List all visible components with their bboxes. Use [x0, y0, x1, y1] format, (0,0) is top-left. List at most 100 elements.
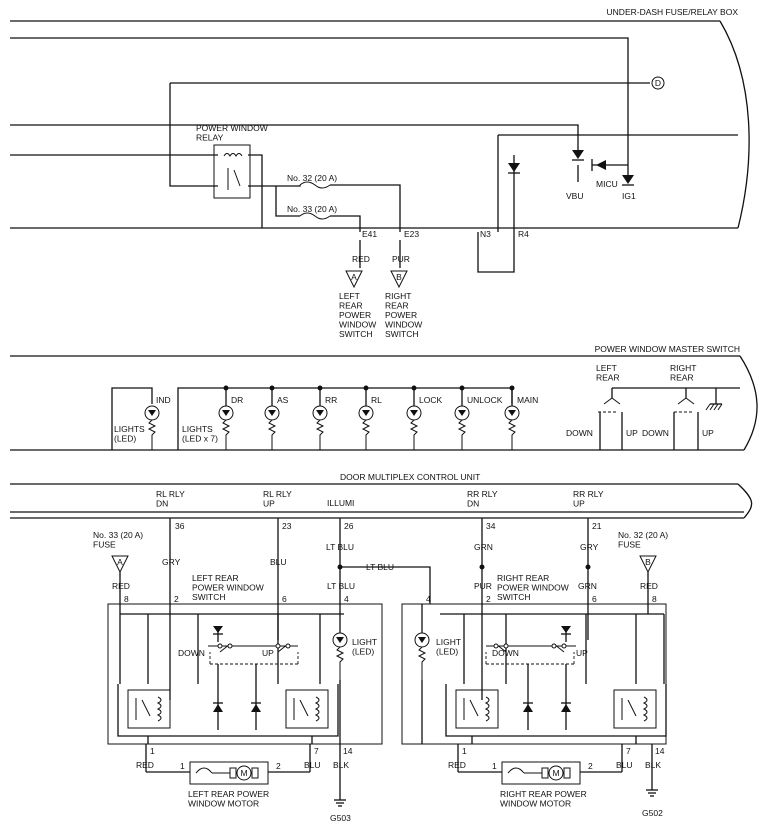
ltblu-26: LT BLU: [326, 542, 354, 552]
pin-34: 34: [486, 521, 496, 531]
right-pin-1: 1: [462, 746, 467, 756]
vbu-label: VBU: [566, 191, 583, 201]
right-motor-pin1: 1: [492, 761, 497, 771]
power-window-relay: [213, 144, 251, 199]
terminal-e23: E23: [404, 229, 419, 239]
ref-a-badge: A: [351, 272, 357, 282]
left-motor: [189, 761, 269, 785]
connector-d-label: D: [655, 78, 661, 88]
left-pin-4: 4: [344, 594, 349, 604]
left-pin-8: 8: [124, 594, 129, 604]
right-pin-8: 8: [652, 594, 657, 604]
left-bot-blu: BLU: [304, 760, 321, 770]
right-motor-pin2: 2: [588, 761, 593, 771]
master-title: POWER WINDOW MASTER SWITCH: [595, 344, 740, 354]
right-motor-icon: [548, 765, 564, 781]
ground-g503: G503: [330, 813, 351, 823]
terminal-e41: E41: [362, 229, 377, 239]
badge-b-icon: [390, 270, 408, 289]
rear-switches: GRY BLU LT BLU GRN GRY LT BLU No. 33 (20…: [93, 518, 668, 823]
pin-26: 26: [344, 521, 354, 531]
master-down-r: DOWN: [642, 428, 669, 438]
badge-a-icon: [345, 270, 363, 289]
fuse32-ref-label: No. 32 (20 A)FUSE: [618, 530, 668, 550]
gry-left: GRY: [162, 557, 181, 567]
pin-23: 23: [282, 521, 292, 531]
left-pin-7: 7: [314, 746, 319, 756]
left-bot-red: RED: [136, 760, 154, 770]
right-pin-14: 14: [655, 746, 665, 756]
dmcu-title: DOOR MULTIPLEX CONTROL UNIT: [340, 472, 480, 482]
left-motor-m: M: [240, 768, 247, 778]
badge-a-lower-icon: [111, 555, 129, 574]
led-label-lock: LOCK: [419, 395, 442, 405]
led-label-unlock: UNLOCK: [467, 395, 503, 405]
led-dr: DR: [218, 385, 243, 450]
led-lock: LOCK: [406, 385, 442, 450]
lights-led-label: LIGHTS(LED): [114, 424, 145, 444]
gry-right: GRY: [580, 542, 599, 552]
pin-illumi-label: ILLUMI: [327, 498, 354, 508]
fuse-33-label: No. 33 (20 A): [287, 204, 337, 214]
left-pin-1: 1: [150, 746, 155, 756]
right-up: UP: [576, 648, 588, 658]
right-pin-6: 6: [592, 594, 597, 604]
right-light-label: LIGHT(LED): [436, 637, 461, 657]
right-bot-red: RED: [448, 760, 466, 770]
right-bot-blu: BLU: [616, 760, 633, 770]
fuse-33: [299, 212, 331, 220]
master-up-l: UP: [626, 428, 638, 438]
ind-label: IND: [156, 395, 171, 405]
led-label-as: AS: [277, 395, 289, 405]
right-switch-internals: [414, 604, 667, 744]
led-label-dr: DR: [231, 395, 243, 405]
ltblu-cross: LT BLU: [366, 562, 394, 572]
led-label-main: MAIN: [517, 395, 538, 405]
ref-b-badge: B: [396, 272, 402, 282]
ref-b-wire: PUR: [392, 254, 410, 264]
micu-label: MICU: [596, 179, 618, 189]
pin-21: 21: [592, 521, 602, 531]
right-pin-7: 7: [626, 746, 631, 756]
led-unlock: UNLOCK: [454, 385, 503, 450]
left-motor-pin1: 1: [180, 761, 185, 771]
fuse-32: [299, 181, 331, 189]
led-rr: RR: [312, 385, 337, 450]
connector-d-icon: [651, 76, 665, 90]
left-down: DOWN: [178, 648, 205, 658]
right-pin-2: 2: [486, 594, 491, 604]
led-label-rr: RR: [325, 395, 337, 405]
left-wire-red: RED: [112, 581, 130, 591]
terminal-n3: N3: [480, 229, 491, 239]
led-as: AS: [264, 385, 289, 450]
right-wire-pur: PUR: [474, 581, 492, 591]
right-motor: [501, 761, 581, 785]
left-rear-switch: [107, 603, 383, 745]
ref-a-wire: RED: [352, 254, 370, 264]
left-pin-14: 14: [343, 746, 353, 756]
left-motor-pin2: 2: [276, 761, 281, 771]
left-motor-icon: [236, 765, 252, 781]
left-bot-blk: BLK: [333, 760, 349, 770]
grn-right1: GRN: [474, 542, 493, 552]
master-up-r: UP: [702, 428, 714, 438]
right-pin-4: 4: [426, 594, 431, 604]
fuse-box-title: UNDER-DASH FUSE/RELAY BOX: [607, 7, 739, 17]
badge-a-lower: A: [117, 557, 123, 567]
lights-led7-label: LIGHTS(LED x 7): [182, 424, 218, 444]
left-pin-2: 2: [174, 594, 179, 604]
